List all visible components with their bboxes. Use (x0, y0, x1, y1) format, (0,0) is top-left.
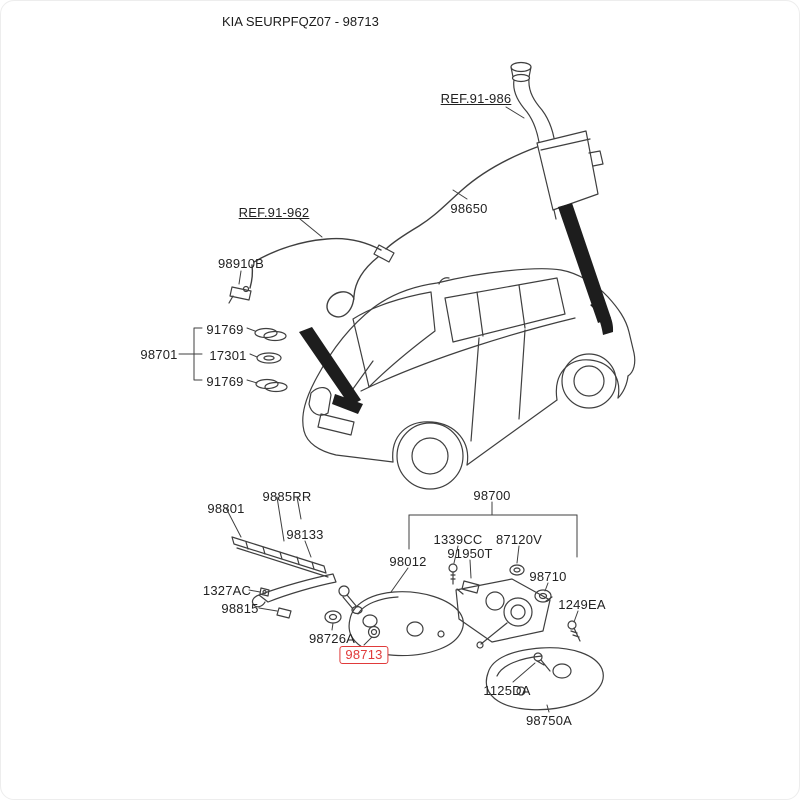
part-label-91769-top[interactable]: 91769 (206, 322, 244, 337)
diagram-title: KIA SEURPFQZ07 - 98713 (222, 14, 379, 29)
part-label-98801[interactable]: 98801 (207, 501, 245, 516)
part-label-ref-91-962[interactable]: REF.91-962 (238, 205, 310, 220)
part-label-91950T[interactable]: 91950T (447, 546, 493, 561)
part-label-98012[interactable]: 98012 (389, 554, 427, 569)
vehicle-sketch (302, 268, 636, 490)
part-label-98650[interactable]: 98650 (450, 201, 488, 216)
washer-hoses (249, 146, 538, 318)
fastener-parts (448, 563, 581, 672)
washer-reservoir (510, 61, 604, 220)
part-label-1125DA[interactable]: 1125DA (483, 683, 531, 698)
wiper-motor-assembly (455, 578, 553, 649)
part-label-98133[interactable]: 98133 (286, 527, 324, 542)
part-label-98910B[interactable]: 98910B (217, 256, 265, 271)
part-label-1327AC[interactable]: 1327AC (202, 583, 252, 598)
part-label-98750A[interactable]: 98750A (525, 713, 573, 728)
part-label-1249EA[interactable]: 1249EA (558, 597, 606, 612)
washer-nozzle (228, 285, 252, 304)
part-label-98700[interactable]: 98700 (473, 488, 511, 503)
part-label-98815[interactable]: 98815 (221, 601, 259, 616)
pivot-small-parts (259, 587, 292, 619)
part-label-98701[interactable]: 98701 (140, 347, 178, 362)
part-label-87120V[interactable]: 87120V (495, 532, 543, 547)
part-label-17301[interactable]: 17301 (209, 348, 247, 363)
pointer-arrows (299, 203, 614, 414)
part-label-98726A[interactable]: 98726A (308, 631, 356, 646)
part-label-98713-highlighted[interactable]: 98713 (339, 646, 389, 664)
hose-connector (373, 244, 395, 263)
part-label-98710[interactable]: 98710 (529, 569, 567, 584)
part-label-91769-bottom[interactable]: 91769 (206, 374, 244, 389)
part-label-9885RR[interactable]: 9885RR (262, 489, 312, 504)
leader-lines (178, 106, 579, 713)
part-label-ref-91-986[interactable]: REF.91-986 (440, 91, 512, 106)
part-label-1339CC[interactable]: 1339CC (433, 532, 483, 547)
washer-98713-part (367, 625, 381, 639)
motor-cover (485, 647, 604, 711)
grommet-98726A (324, 610, 342, 624)
grommet-parts (254, 327, 288, 393)
